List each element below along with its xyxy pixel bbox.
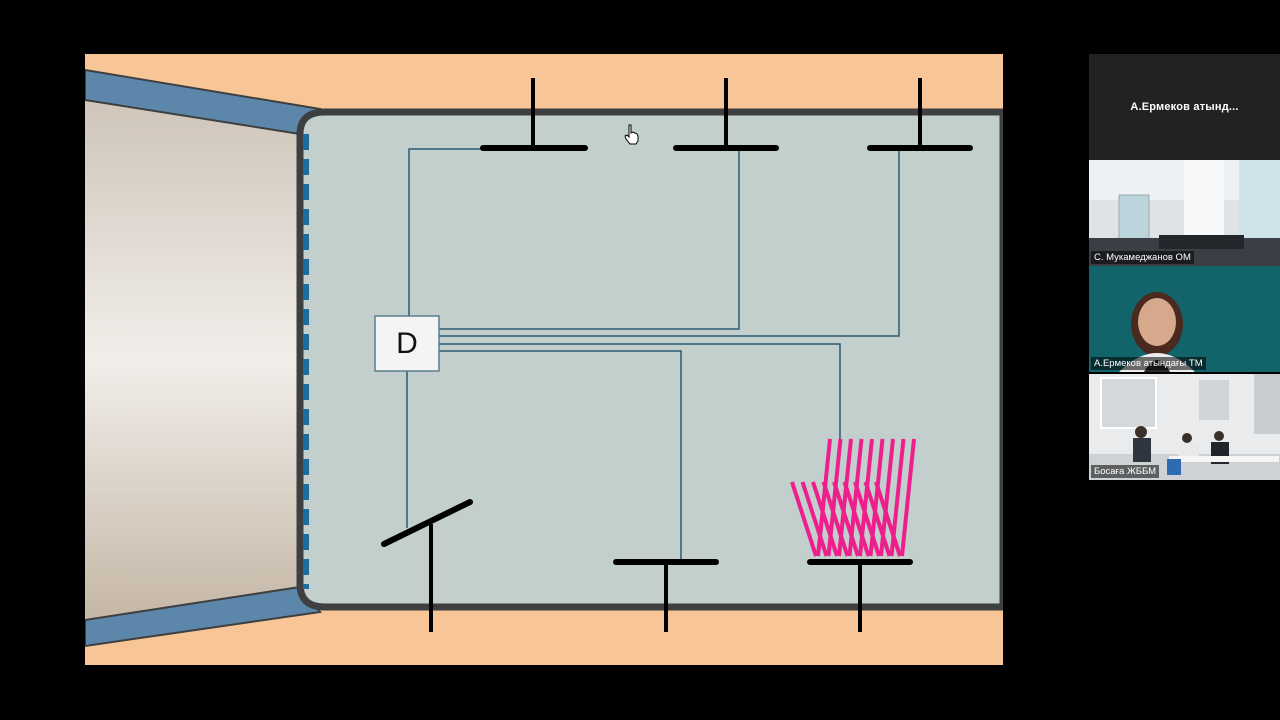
participant-name-2: А.Ермеков атындағы ТМ <box>1091 357 1206 370</box>
laser-beam-11 <box>811 481 839 557</box>
laser-beam-17 <box>874 481 902 557</box>
laser-beam-9 <box>790 481 818 557</box>
office-video-image <box>1089 160 1280 266</box>
shared-screen-presentation: D <box>85 54 1003 665</box>
sensor-bottom-middle <box>613 559 719 632</box>
active-speaker-tile[interactable]: А.Ермеков атынд... <box>1089 54 1280 160</box>
laser-beam-16 <box>863 481 892 557</box>
active-speaker-name: А.Ермеков атынд... <box>1130 101 1239 113</box>
speaker-video-image <box>1089 266 1280 372</box>
classroom-video-image <box>1089 374 1280 480</box>
laser-beam-10 <box>800 481 829 557</box>
wire-top-middle <box>439 149 740 330</box>
laser-beam-pattern <box>790 438 916 557</box>
sensor-bottom-tilted <box>381 499 473 632</box>
sensor-top-2 <box>673 78 779 151</box>
hand-cursor-icon <box>624 124 639 145</box>
wire-laser <box>439 343 841 439</box>
sensor-bottom-laser <box>807 559 913 632</box>
wire-bottom-middle <box>439 350 682 561</box>
security-room-diagram: D <box>85 68 1003 648</box>
sensor-top-1 <box>480 78 588 151</box>
laser-beam-8 <box>900 438 916 557</box>
participant-tile-1[interactable]: С. Мукамеджанов ОМ <box>1089 160 1280 266</box>
door-opening <box>85 99 305 619</box>
sensor-top-3 <box>867 78 973 151</box>
laser-beam-15 <box>853 481 881 557</box>
participant-tile-3[interactable]: Босаға ЖББМ <box>1089 374 1280 480</box>
laser-beam-14 <box>842 481 871 557</box>
participant-name-1: С. Мукамеджанов ОМ <box>1091 251 1194 264</box>
laser-beam-12 <box>821 481 850 557</box>
participant-name-3: Босаға ЖББМ <box>1091 465 1160 478</box>
detector-label: D <box>396 327 418 360</box>
wire-top-right <box>439 149 900 337</box>
laser-beam-13 <box>832 481 860 557</box>
lower-door-panel <box>85 585 322 648</box>
detector-box: D <box>374 315 440 372</box>
participant-tile-2[interactable]: А.Ермеков атындағы ТМ <box>1089 266 1280 372</box>
wires <box>406 148 900 561</box>
wire-top-left <box>408 148 495 316</box>
